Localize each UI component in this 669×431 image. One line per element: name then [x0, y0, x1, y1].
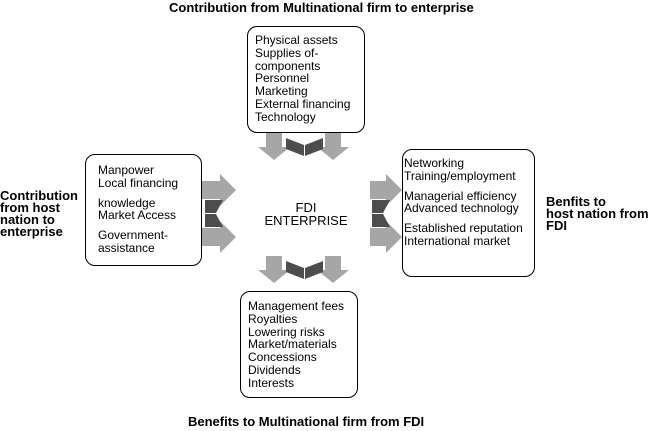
left-box-item: Market Access [98, 208, 177, 223]
top-box-item: External financing [255, 96, 351, 111]
left-side-label-line: nation to [0, 212, 55, 227]
bottom-box-item: Concessions [248, 350, 317, 365]
bottom-box-item: Management fees [248, 299, 345, 313]
right-side-label: Benfits to host nation from FDI [546, 194, 649, 233]
bottom-box-item: Lowering risks [248, 324, 325, 339]
right-box-host-benefits: Networking Training/employment Manageria… [402, 149, 535, 277]
right-box-item: Networking [404, 156, 465, 170]
left-side-label: Contribution from host nation to enterpr… [0, 188, 78, 239]
left-box-host-contributions: Manpower Local financing knowledge Marke… [85, 154, 202, 266]
right-box-item: Managerial efficiency [404, 188, 517, 203]
left-box-item: Local financing [98, 175, 179, 190]
top-box-item: Technology [255, 109, 316, 124]
top-box-item: Marketing [255, 84, 308, 99]
bottom-box-multinational-benefits: Management fees Royalties Lowering risks… [240, 291, 358, 398]
left-right-arrows-icon [202, 174, 236, 253]
bottom-box-item: Market/materials [248, 337, 337, 352]
right-right-arrows-icon [370, 174, 402, 253]
right-box-item: International market [404, 233, 511, 248]
bottom-box-item: Royalties [248, 311, 298, 326]
bottom-title: Benefits to Multinational firm from FDI [188, 414, 425, 429]
top-box-item: Physical assets [255, 33, 338, 47]
left-box-item: assistance [98, 240, 155, 255]
top-box-item: components [255, 58, 321, 73]
left-side-label-line: Contribution [0, 188, 78, 203]
left-box-item: Manpower [98, 163, 155, 177]
right-side-label-line: FDI [546, 218, 567, 233]
top-down-arrows-icon [258, 133, 349, 160]
left-box-item: knowledge [98, 195, 156, 210]
top-box-multinational-contributions: Physical assets Supplies of- components … [247, 26, 365, 133]
right-box-item: Established reputation [404, 221, 523, 236]
right-box-item: Advanced technology [404, 201, 519, 216]
bottom-box-item: Dividends [248, 362, 301, 377]
right-box-item: Training/employment [404, 168, 516, 183]
right-side-label-line: host nation from [546, 206, 649, 221]
right-side-label-line: Benfits to [546, 194, 606, 209]
center-label-line: FDI [295, 200, 317, 215]
center-fdi-enterprise-label: FDI ENTERPRISE [246, 201, 366, 227]
left-box-item: Government- [98, 228, 169, 243]
top-box-item: Personnel [255, 71, 310, 86]
left-side-label-line: from host [0, 200, 60, 215]
top-box-item: Supplies of- [255, 45, 319, 60]
bottom-down-arrows-icon [258, 256, 349, 283]
left-side-label-line: enterprise [0, 224, 63, 239]
center-label-line: ENTERPRISE [264, 213, 348, 228]
top-title: Contribution from Multinational firm to … [169, 0, 474, 15]
bottom-box-item: Interests [248, 375, 295, 390]
